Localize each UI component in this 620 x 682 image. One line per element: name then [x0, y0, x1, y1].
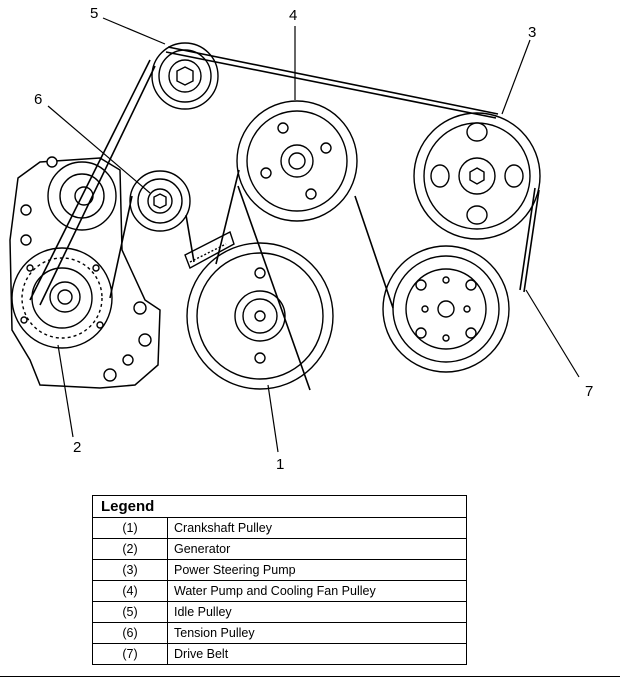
legend-number: (1) — [92, 517, 168, 539]
drive-belt — [29, 46, 540, 391]
crankshaft-pulley — [186, 242, 334, 390]
legend-row: (7) Drive Belt — [92, 643, 467, 665]
generator — [9, 156, 161, 389]
page-divider — [0, 676, 620, 677]
legend-number: (4) — [92, 580, 168, 602]
compressor-pulley — [382, 245, 510, 373]
legend-label: Idle Pulley — [167, 601, 467, 623]
callout-4: 4 — [289, 7, 297, 24]
legend-number: (6) — [92, 622, 168, 644]
power-steering-pump-pulley — [413, 112, 541, 240]
legend-label: Tension Pulley — [167, 622, 467, 644]
leader-lines — [47, 17, 580, 453]
legend-row: (2) Generator — [92, 538, 467, 560]
legend-number: (5) — [92, 601, 168, 623]
legend-number: (7) — [92, 643, 168, 665]
legend-row: (6) Tension Pulley — [92, 622, 467, 644]
legend-row: (5) Idle Pulley — [92, 601, 467, 623]
legend-label: Crankshaft Pulley — [167, 517, 467, 539]
callout-2: 2 — [73, 439, 81, 456]
legend-label: Power Steering Pump — [167, 559, 467, 581]
legend-number: (2) — [92, 538, 168, 560]
legend-label: Generator — [167, 538, 467, 560]
callout-1: 1 — [276, 456, 284, 473]
callout-3: 3 — [528, 24, 536, 41]
legend-table: Legend (1) Crankshaft Pulley (2) Generat… — [92, 495, 467, 665]
water-pump-pulley — [236, 100, 358, 222]
belt-routing-diagram: 5 4 3 6 7 2 1 — [9, 5, 593, 473]
legend-label: Drive Belt — [167, 643, 467, 665]
legend-number: (3) — [92, 559, 168, 581]
legend-label: Water Pump and Cooling Fan Pulley — [167, 580, 467, 602]
idle-pulley — [151, 42, 219, 110]
callout-5: 5 — [90, 5, 98, 22]
callout-7: 7 — [585, 383, 593, 400]
legend-row: (4) Water Pump and Cooling Fan Pulley — [92, 580, 467, 602]
legend-row: (3) Power Steering Pump — [92, 559, 467, 581]
legend-title: Legend — [92, 495, 467, 518]
callout-6: 6 — [34, 91, 42, 108]
tension-pulley — [129, 170, 235, 269]
legend-row: (1) Crankshaft Pulley — [92, 517, 467, 539]
